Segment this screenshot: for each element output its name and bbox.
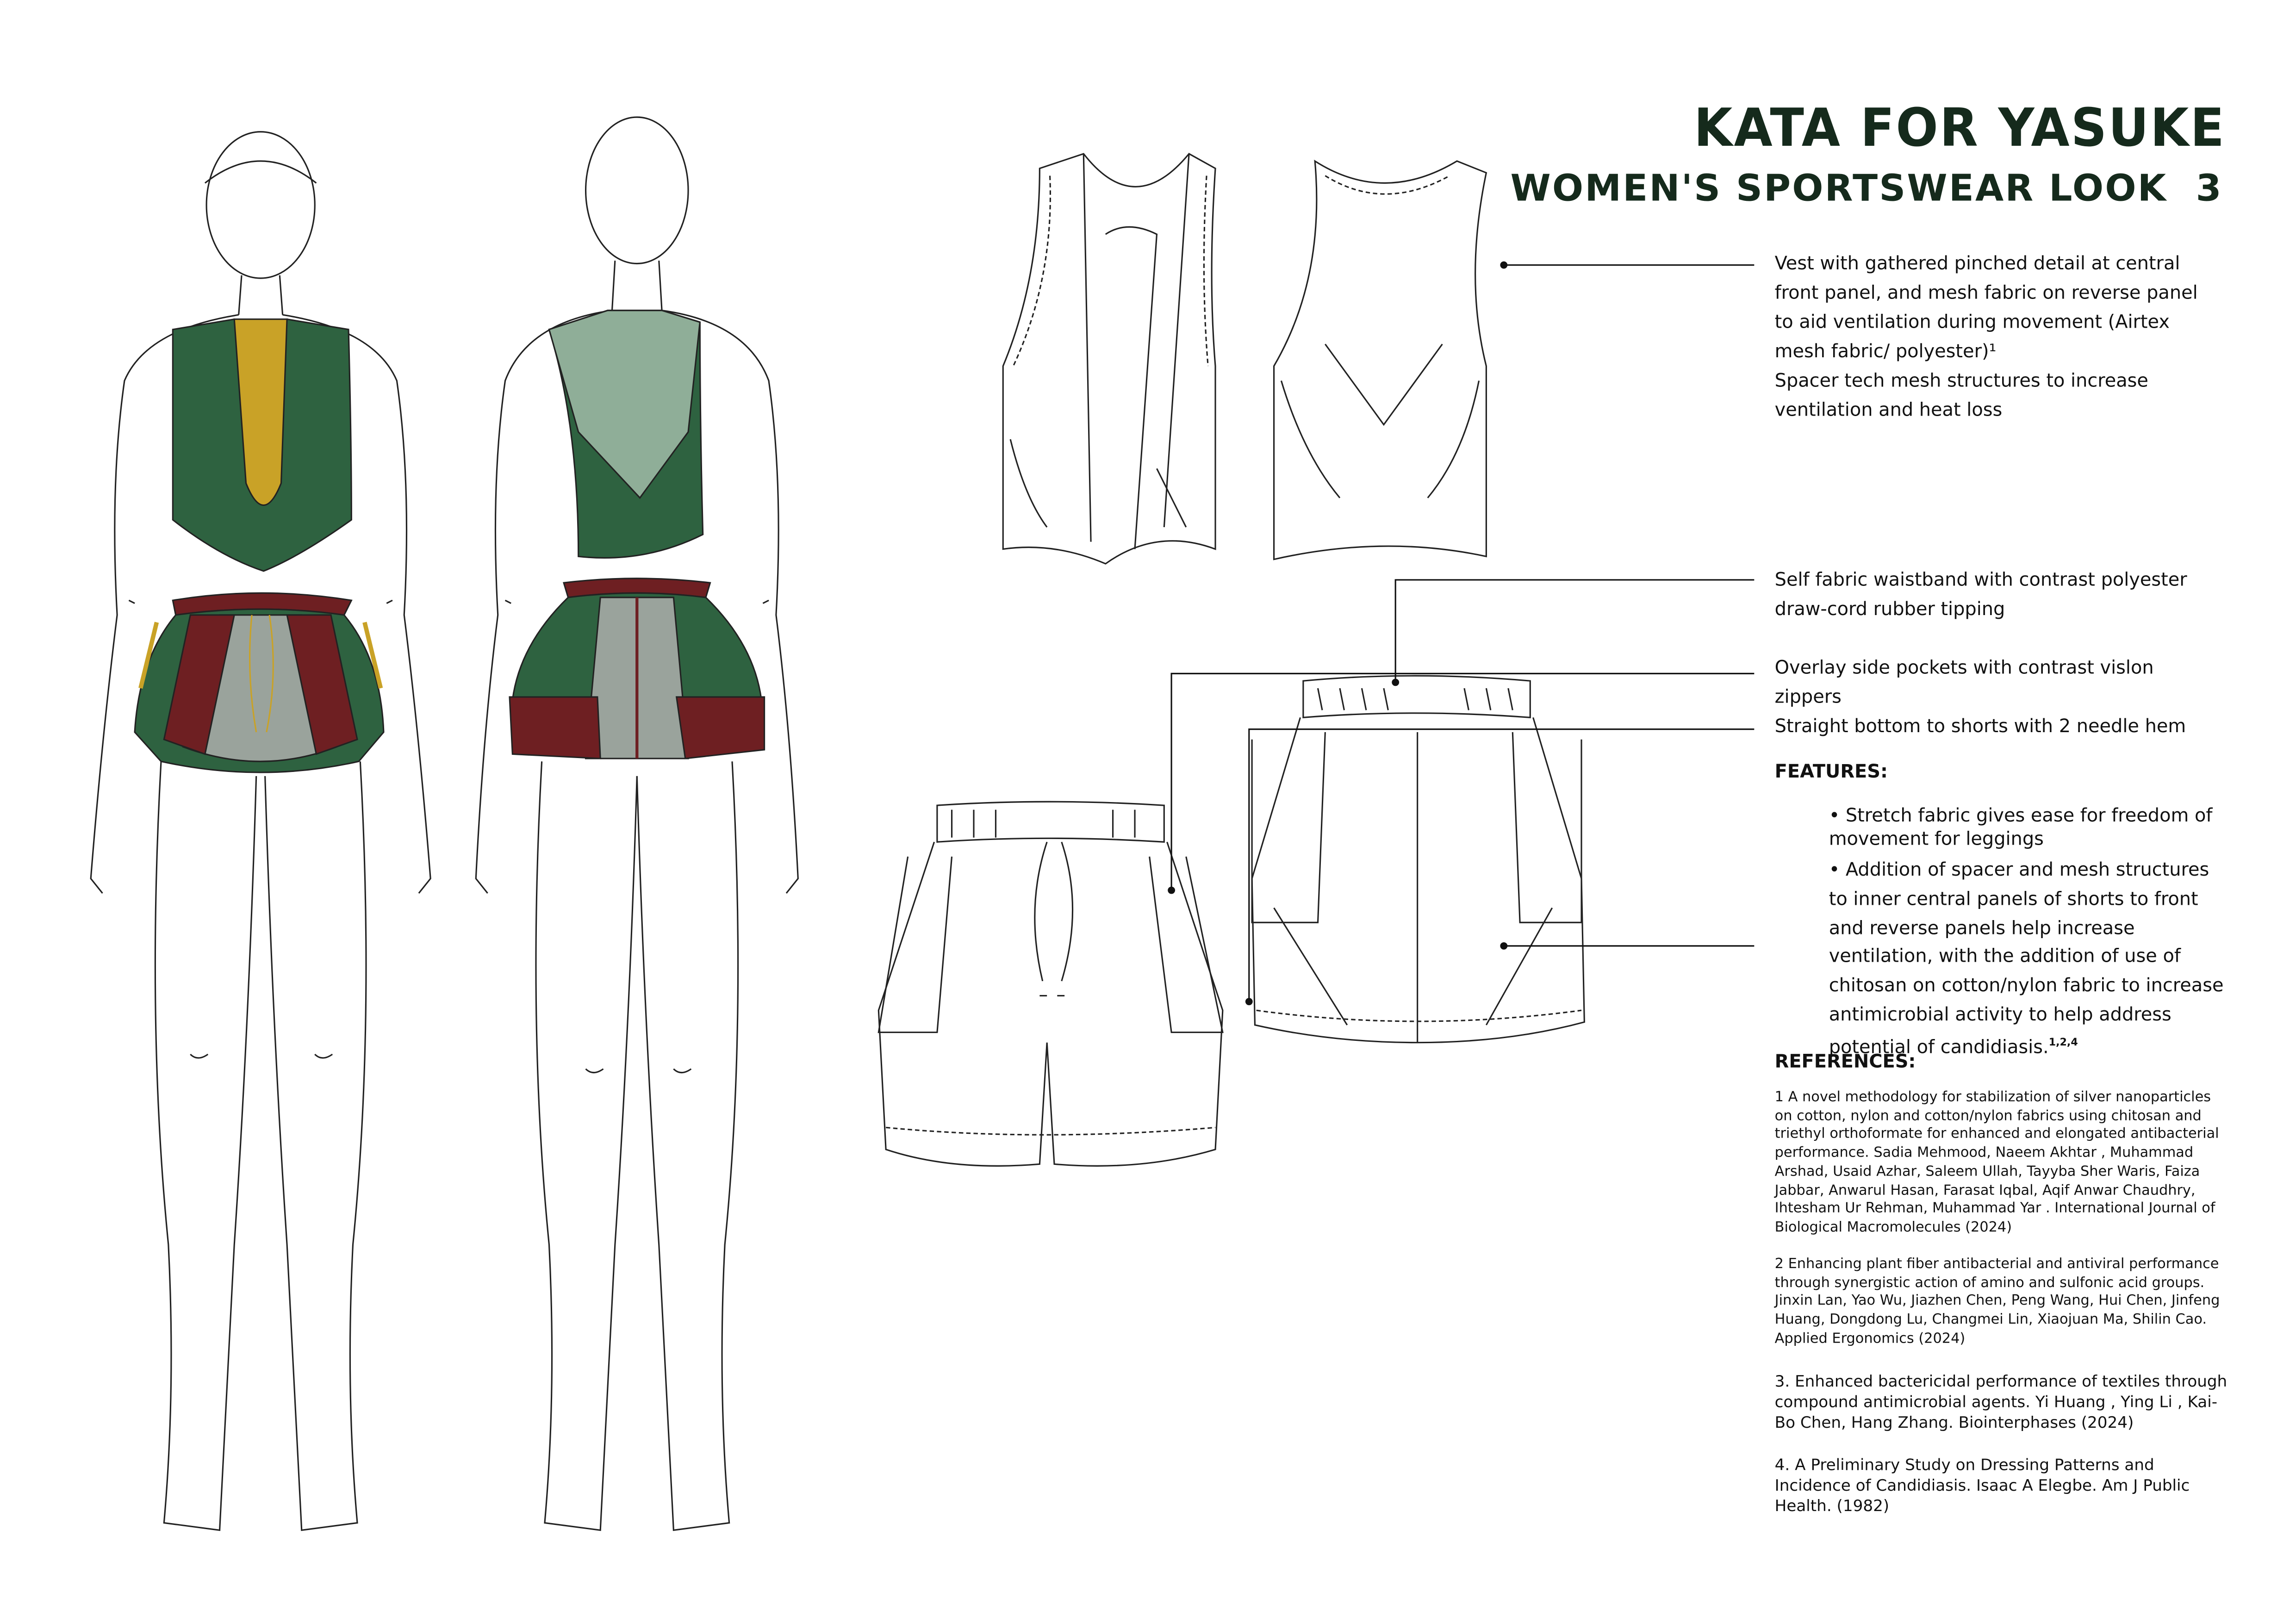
vest-description: Vest with gathered pinched detail at cen… <box>1775 249 2221 425</box>
feature-item-text: • Addition of spacer and mesh structures… <box>1829 858 2224 1058</box>
page-subtitle: WOMEN'S SPORTSWEAR LOOK 3 <box>1510 167 2223 210</box>
feature-item: • Stretch fabric gives ease for freedom … <box>1829 803 2213 850</box>
waistband-annotation: Self fabric waistband with contrast poly… <box>1774 568 2187 620</box>
back-figure-illustration <box>475 116 799 1531</box>
reference-item: 4. A Preliminary Study on Dressing Patte… <box>1774 1455 2190 1516</box>
references-heading: REFERENCES: <box>1774 1050 1916 1072</box>
feature-citation: 1,2,4 <box>2048 1036 2078 1048</box>
leader-lines <box>1168 261 1755 1006</box>
mesh-annotation: Spacer tech mesh structures to increase … <box>1774 369 2148 421</box>
pockets-annotation: Overlay side pockets with contrast vislo… <box>1774 656 2154 708</box>
vest-back-flat <box>1273 159 1487 560</box>
page-title: KATA FOR YASUKE <box>1693 98 2226 160</box>
reference-item: 1 A novel methodology for stabilization … <box>1774 1089 2219 1236</box>
vest-front-flat <box>1002 153 1216 565</box>
front-figure-illustration <box>90 131 431 1531</box>
hem-annotation: Straight bottom to shorts with 2 needle … <box>1774 714 2186 737</box>
reference-item: 2 Enhancing plant fiber antibacterial an… <box>1774 1256 2220 1347</box>
feature-item: • Addition of spacer and mesh structures… <box>1829 855 2224 1061</box>
reference-item: 3. Enhanced bactericidal performance of … <box>1774 1372 2228 1432</box>
shorts-front-flat <box>877 801 1224 1167</box>
vest-annotation: Vest with gathered pinched detail at cen… <box>1774 252 2198 362</box>
features-heading: FEATURES: <box>1774 760 1888 782</box>
shorts-back-flat <box>1251 675 1585 1044</box>
